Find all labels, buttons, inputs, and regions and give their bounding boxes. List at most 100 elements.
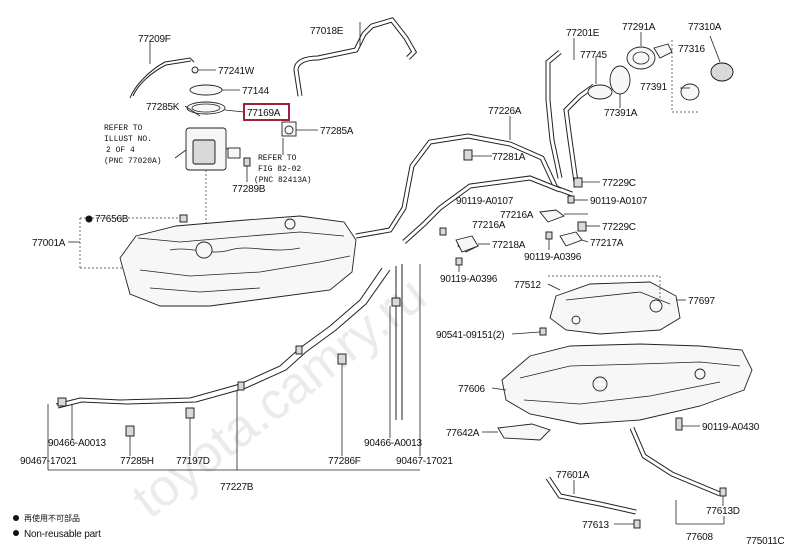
label-77217A: 77217A xyxy=(590,238,624,249)
fuel-pump-assembly[interactable] xyxy=(174,127,241,171)
label-77018E: 77018E xyxy=(310,26,344,37)
bolt-77613D[interactable] xyxy=(719,487,727,497)
label-77391: 77391 xyxy=(640,82,667,93)
clamp-77197D[interactable] xyxy=(185,407,195,419)
label-90467-17021-left: 90467-17021 xyxy=(20,456,77,467)
fuel-tank-77001A[interactable] xyxy=(119,215,357,307)
label-77285H: 77285H xyxy=(120,456,154,467)
filler-neck-77745[interactable] xyxy=(587,84,613,100)
svg-text:(PNC 77020A): (PNC 77020A) xyxy=(104,157,162,166)
tank-protector-77606[interactable] xyxy=(501,343,753,425)
clamp-77285H[interactable] xyxy=(125,425,135,437)
clip-90466-A0013-right[interactable] xyxy=(391,297,401,307)
bolt-90119-A0107-right[interactable] xyxy=(567,195,575,204)
svg-text:2 OF 4: 2 OF 4 xyxy=(106,146,135,155)
bolt-90119-A0430[interactable] xyxy=(675,417,683,431)
grommet-90541-09151[interactable] xyxy=(539,327,547,336)
label-90466-A0013-right: 90466-A0013 xyxy=(364,438,422,449)
label-90466-A0013-left: 90466-A0013 xyxy=(48,438,106,449)
label-90119-A0396-left: 90119-A0396 xyxy=(440,274,498,285)
cap-ring-77291A[interactable] xyxy=(626,46,656,70)
non-reusable-marker-77656B xyxy=(85,215,93,223)
bracket-77217A[interactable] xyxy=(559,231,583,247)
label-77169A: 77169A xyxy=(247,108,281,119)
label-77391A: 77391A xyxy=(604,108,638,119)
bolt-90119-A0396-right[interactable] xyxy=(545,231,553,240)
label-77281A: 77281A xyxy=(492,152,526,163)
label-77201E: 77201E xyxy=(566,28,600,39)
label-77289B: 77289B xyxy=(232,184,266,195)
label-77310A: 77310A xyxy=(688,22,722,33)
label-77613: 77613 xyxy=(582,520,609,531)
legend-jp-text: 再使用不可部品 xyxy=(24,513,80,524)
cover-77391A[interactable] xyxy=(609,65,631,95)
label-90541-09151: 90541-09151(2) xyxy=(436,330,504,341)
clip-90466-A0013-left[interactable] xyxy=(57,397,67,407)
label-90119-A0396-right: 90119-A0396 xyxy=(524,252,582,263)
label-77197D: 77197D xyxy=(176,456,210,467)
bolt-77613[interactable] xyxy=(633,519,641,529)
protector-77697[interactable] xyxy=(549,281,681,335)
label-77229C-lower: 77229C xyxy=(602,222,636,233)
gauge-set-plate-77144[interactable] xyxy=(189,84,223,96)
label-90119-A0107-left: 90119-A0107 xyxy=(456,196,514,207)
label-77613D: 77613D xyxy=(706,506,740,517)
label-77227B: 77227B xyxy=(220,482,254,493)
label-77226A: 77226A xyxy=(488,106,522,117)
label-77606: 77606 xyxy=(458,384,485,395)
legend-bullet-jp xyxy=(13,515,19,521)
sender-77285A[interactable] xyxy=(281,121,297,137)
label-77001A: 77001A xyxy=(32,238,66,249)
label-77209F: 77209F xyxy=(138,34,171,45)
clamp-77241W[interactable] xyxy=(191,66,199,74)
legend-en-text: Non-reusable part xyxy=(24,529,101,540)
label-90119-A0430: 90119-A0430 xyxy=(702,422,760,433)
label-90119-A0107-right: 90119-A0107 xyxy=(590,196,648,207)
label-77601A: 77601A xyxy=(556,470,590,481)
label-77216A-right: 77216A xyxy=(500,210,534,221)
refer-note-2: REFER TO xyxy=(258,154,297,163)
bolt-77289B[interactable] xyxy=(243,157,251,167)
clamp-77229C-lower[interactable] xyxy=(577,221,587,232)
label-77512: 77512 xyxy=(514,280,541,291)
label-77608: 77608 xyxy=(686,532,713,543)
breather-tube-77226A[interactable] xyxy=(355,133,573,239)
figure-code: 775011C xyxy=(746,536,784,547)
clamp-77281A[interactable] xyxy=(463,149,473,161)
bracket-77218A[interactable] xyxy=(455,235,479,253)
label-77286F: 77286F xyxy=(328,456,361,467)
refer-note-1: REFER TO xyxy=(104,124,143,133)
label-77745: 77745 xyxy=(580,50,607,61)
filler-pipe-77201E[interactable] xyxy=(545,50,596,183)
label-77285A: 77285A xyxy=(320,126,354,137)
bracket-77642A[interactable] xyxy=(497,423,551,441)
svg-text:FIG 82-02: FIG 82-02 xyxy=(258,165,301,174)
vent-hose-77209F[interactable] xyxy=(129,57,195,99)
bracket-77216A-right[interactable] xyxy=(539,209,565,223)
label-77291A: 77291A xyxy=(622,22,656,33)
label-77316: 77316 xyxy=(678,44,705,55)
fuel-line-77227B[interactable] xyxy=(55,264,403,420)
label-77216A-left: 77216A xyxy=(472,220,506,231)
bolt-90119-A0396-left[interactable] xyxy=(455,257,463,266)
label-77241W: 77241W xyxy=(218,66,255,77)
label-77218A: 77218A xyxy=(492,240,526,251)
strap-77608[interactable] xyxy=(629,427,721,497)
svg-text:ILLUST NO.: ILLUST NO. xyxy=(104,135,152,144)
label-77697: 77697 xyxy=(688,296,715,307)
highlight-77169A xyxy=(243,103,290,121)
clamp-77229C-upper[interactable] xyxy=(573,177,583,188)
hinge-77316[interactable] xyxy=(653,43,673,59)
label-77285K: 77285K xyxy=(146,102,180,113)
label-77144: 77144 xyxy=(242,86,269,97)
bolt-90119-A0107-left[interactable] xyxy=(439,227,447,236)
plug-77656B[interactable] xyxy=(179,214,188,223)
label-77229C-upper: 77229C xyxy=(602,178,636,189)
fuel-cap-77310A[interactable] xyxy=(710,62,734,82)
cap-77391[interactable] xyxy=(680,83,700,101)
label-77656B: 77656B xyxy=(95,214,129,225)
clamp-77286F[interactable] xyxy=(337,353,347,365)
label-77642A: 77642A xyxy=(446,428,480,439)
label-90467-17021-right: 90467-17021 xyxy=(396,456,453,467)
